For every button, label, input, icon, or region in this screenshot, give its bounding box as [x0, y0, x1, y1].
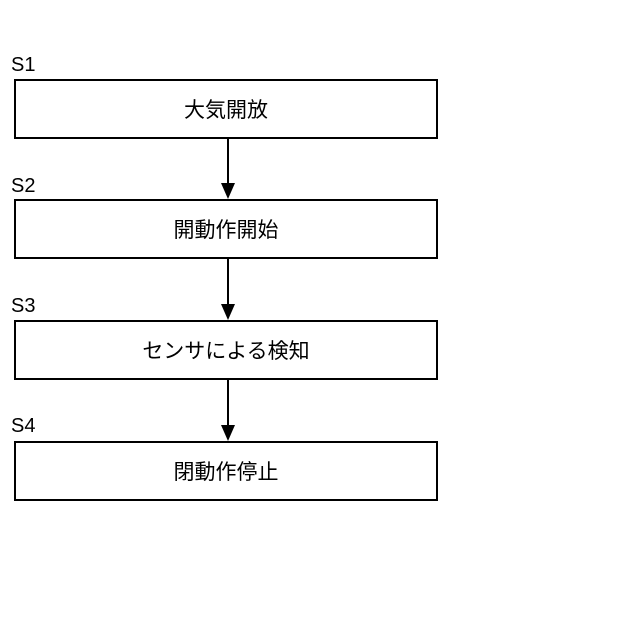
step-label-s1: S1 — [11, 55, 35, 75]
step-box-s4: 閉動作停止 — [14, 441, 438, 501]
step-box-s1: 大気開放 — [14, 79, 438, 139]
step-label-s4: S4 — [11, 416, 35, 436]
step-text-s1: 大気開放 — [184, 94, 268, 124]
step-box-s3: センサによる検知 — [14, 320, 438, 380]
step-text-s3: センサによる検知 — [142, 335, 309, 365]
arrow-s2-s3 — [221, 259, 235, 320]
step-label-s3: S3 — [11, 296, 35, 316]
arrow-s3-s4 — [221, 380, 235, 441]
step-text-s4: 閉動作停止 — [174, 456, 279, 486]
step-label-s2: S2 — [11, 176, 35, 196]
step-box-s2: 開動作開始 — [14, 199, 438, 259]
arrow-s1-s2 — [221, 139, 235, 199]
step-text-s2: 開動作開始 — [174, 214, 279, 244]
